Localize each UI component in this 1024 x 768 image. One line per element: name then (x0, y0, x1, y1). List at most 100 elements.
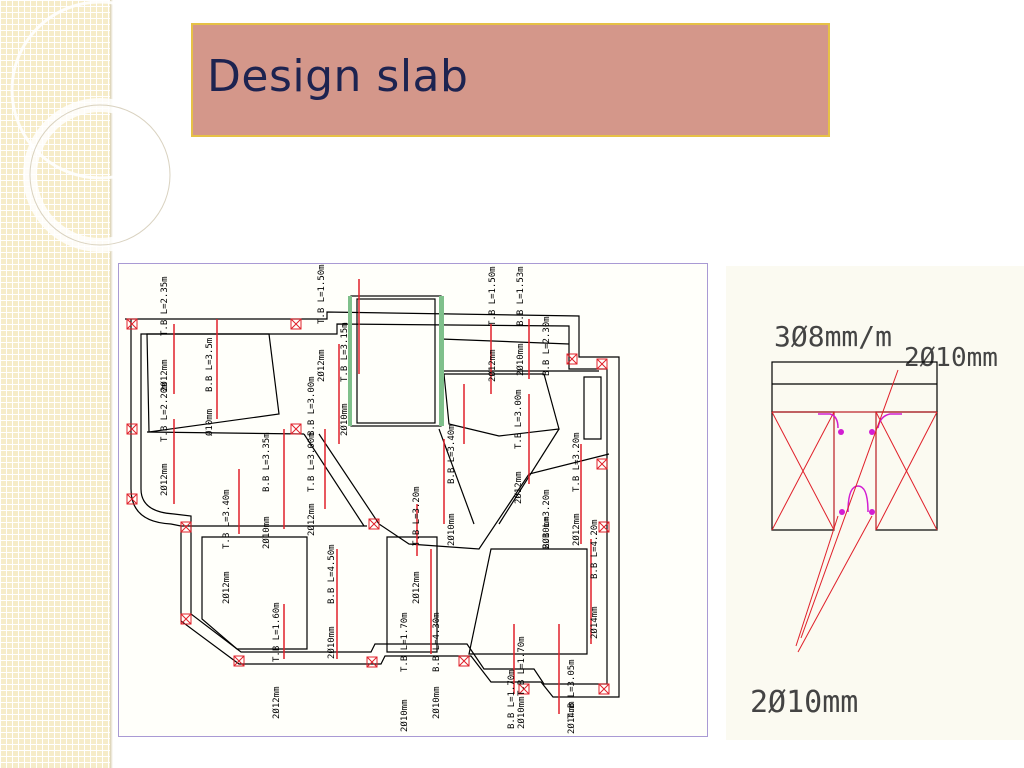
column-marker (180, 521, 192, 533)
rebar-label: T.B L=1.50m (317, 264, 327, 324)
rebar-label: 2Ø12mm (487, 349, 498, 382)
slab-panel-e (443, 373, 560, 437)
rebar-label: B.B L=4.50m (327, 544, 337, 604)
column-marker (596, 358, 608, 370)
slab-panel-b (201, 536, 308, 650)
inner-wall (140, 323, 608, 685)
rebar-label: 2Ø14mm (589, 606, 600, 639)
column-marker (180, 613, 192, 625)
column-cross (598, 683, 610, 695)
stair-wall-hatch (348, 296, 444, 426)
rebar-label: B.B L=3.5m (205, 338, 215, 392)
leader-line-1 (800, 369, 899, 639)
slab-panel-d (468, 548, 588, 655)
outer-wall (125, 311, 620, 698)
detail-label-top-left: 3Ø8mm/m (774, 320, 892, 353)
column-cross (126, 423, 138, 435)
rebar-label: 2Ø10mm (261, 516, 272, 549)
column-cross (368, 518, 380, 530)
rebar-label: 2Ø12mm (571, 513, 582, 546)
stair-hatch-right (439, 296, 444, 426)
rebar-label: 2Ø10mm (515, 343, 526, 376)
rebar-label: 2Ø10mm (516, 696, 527, 729)
rebar-dot-1 (838, 429, 844, 435)
rebar-label: 2Ø12mm (316, 349, 327, 382)
column-marker (126, 318, 138, 330)
column-cross (126, 318, 138, 330)
rebar-label: 2Ø10mm (339, 403, 350, 436)
column-marker (598, 521, 610, 533)
hook-bars (818, 413, 902, 513)
column-cross (596, 458, 608, 470)
leader-line-2 (795, 515, 839, 647)
column-cross (598, 521, 610, 533)
stair-core (350, 295, 442, 427)
column-marker (233, 655, 245, 667)
slide-title: Design slab (207, 51, 469, 102)
rebar-dot-2 (869, 429, 875, 435)
section-cross-hatch (771, 411, 938, 531)
column-cross (180, 521, 192, 533)
rebar-label: 2Ø10mm (446, 513, 457, 546)
rebar-label: 2Ø10mm (541, 516, 552, 549)
detail-label-bottom: 2Ø10mm (750, 685, 858, 720)
rebar-label: 2Ø12mm (513, 471, 524, 504)
u-bar (847, 485, 869, 513)
diagonal-beam-3 (438, 428, 475, 525)
rebar-label: B.B L=3.20m (542, 489, 552, 549)
column-marker (566, 353, 578, 365)
leader-line-3 (797, 515, 873, 653)
column-cross (290, 318, 302, 330)
column-cross (366, 656, 378, 668)
column-cross (458, 655, 470, 667)
diagonal-beam-2 (303, 433, 365, 527)
column-marker (290, 423, 302, 435)
rebar-label: T.B L=3.20m (412, 486, 422, 546)
rebar-label: T.B L=2.20m (160, 382, 170, 442)
column-marker (596, 458, 608, 470)
rebar-label: T.B L=2.35m (160, 276, 170, 336)
column-marker (126, 493, 138, 505)
slab-panel-a (146, 333, 280, 433)
slab-panel-f (583, 376, 602, 440)
column-marker (518, 683, 530, 695)
column-markers (126, 318, 610, 695)
column-marker (290, 318, 302, 330)
rebar-dots (838, 429, 875, 515)
rebar-label: T.B L=1.60m (272, 602, 282, 662)
rebar-label: T.B L=3.00m (307, 432, 317, 492)
hook-bar-left (818, 413, 839, 429)
rebar-label: Ø10mm (204, 409, 215, 436)
section-outline (771, 361, 938, 531)
section-detail-svg: 3Ø8mm/m 2Ø10mm (750, 320, 998, 720)
rebar-label: T.B L=1.70m (517, 636, 527, 696)
rebar-dot-3 (839, 509, 845, 515)
title-banner: Design slab (191, 23, 830, 137)
diagonal-beam-1 (318, 433, 610, 550)
rebar-label: 2Ø14mm (566, 701, 577, 734)
decorative-ring-large (10, 0, 190, 180)
rebar-label: T.B L=1.70m (400, 612, 410, 672)
rebar-dot-4 (869, 509, 875, 515)
beam-line-2 (146, 431, 305, 435)
rebar-label: T.B L=3.00m (514, 389, 524, 449)
rebar-label: B.B L=2.30m (542, 316, 552, 376)
rebar-label: T.B L=3.20m (572, 432, 582, 492)
column-cross (126, 493, 138, 505)
column-cross (233, 655, 245, 667)
leader-lines (795, 369, 899, 653)
stair-hatch-left (348, 296, 352, 426)
beam-section-detail: 3Ø8mm/m 2Ø10mm (726, 266, 1024, 740)
side-band-edge (110, 0, 113, 768)
rebar-label: B.B L=1.53m (516, 266, 526, 326)
detail-label-top-right: 2Ø10mm (904, 343, 998, 373)
rebar-label: B.B L=1.70m (507, 669, 517, 729)
column-cross (290, 423, 302, 435)
column-marker (368, 518, 380, 530)
column-marker (598, 683, 610, 695)
column-cross (566, 353, 578, 365)
rebar-label: B.B L=3.40m (447, 424, 457, 484)
